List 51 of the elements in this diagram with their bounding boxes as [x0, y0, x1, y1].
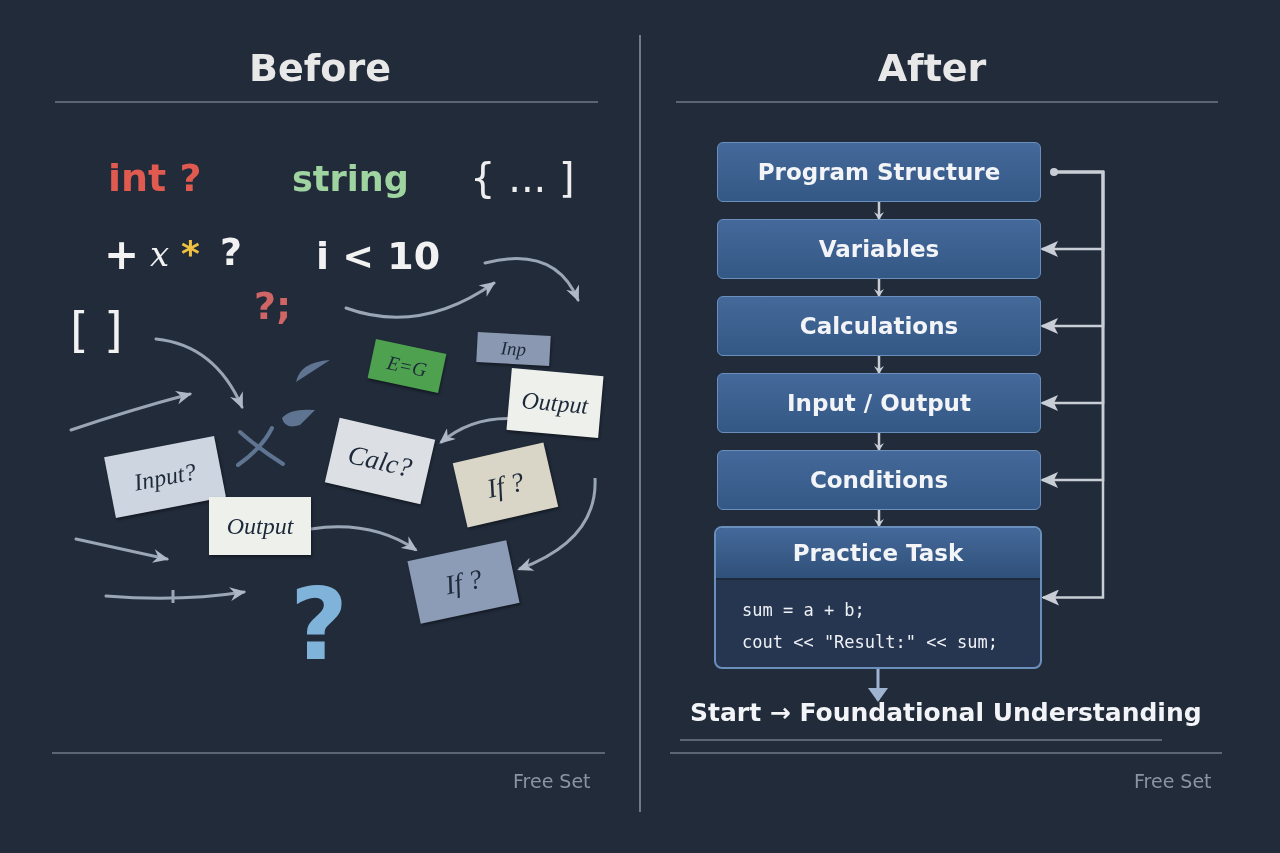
- note-card: [476, 332, 551, 366]
- footer-text: Free Set: [513, 771, 591, 792]
- summary-text: Start → Foundational Understanding: [690, 698, 1202, 727]
- flow-step-box: [717, 373, 1041, 433]
- section-heading: Before: [249, 48, 391, 90]
- arrow: [874, 356, 884, 374]
- arrow: [874, 433, 884, 451]
- code-line: sum = a + b;: [741, 599, 866, 622]
- arrow: [517, 478, 597, 571]
- code-keyword: string: [292, 160, 409, 199]
- note-card: [506, 368, 604, 438]
- card-text: Inp: [500, 337, 527, 361]
- card-text: Output: [520, 386, 590, 420]
- arrow: [874, 510, 884, 527]
- card-text: Input?: [131, 457, 199, 497]
- step-title: Input / Output: [787, 390, 971, 416]
- arrow: [868, 669, 888, 702]
- step-title: Program Structure: [757, 159, 1001, 185]
- note-card: [209, 497, 311, 555]
- code-condition: i < 10: [316, 236, 441, 278]
- footer-text: Free Set: [1134, 771, 1212, 792]
- arrow: [439, 417, 510, 444]
- operator-symbol: x: [150, 236, 170, 274]
- bracket-symbol: [ ]: [70, 304, 123, 357]
- arrow: [310, 525, 418, 552]
- flow-step-box: [717, 296, 1041, 356]
- card-text: Calc?: [345, 438, 415, 484]
- code-keyword: int ?: [108, 158, 202, 200]
- code-line: cout << "Result:" << sum;: [741, 631, 999, 654]
- card-text: Output: [226, 512, 294, 540]
- question-mark: ?;: [254, 286, 292, 328]
- practice-task-panel: [714, 526, 1042, 669]
- flow-step-box: [717, 142, 1041, 202]
- section-heading: After: [877, 48, 987, 90]
- operator-symbol: +: [104, 232, 140, 279]
- arrow: [874, 202, 884, 220]
- bracket-arrow: [1041, 170, 1105, 606]
- card-text: If ?: [442, 563, 485, 601]
- question-mark: ?: [290, 570, 348, 680]
- flow-step-box: [717, 450, 1041, 510]
- card-text: E=G: [384, 350, 430, 382]
- flow-step-box: [717, 219, 1041, 279]
- card-text: If ?: [484, 465, 527, 505]
- step-title: Calculations: [799, 313, 959, 339]
- operator-symbol: *: [181, 234, 200, 274]
- step-title: Variables: [818, 236, 940, 262]
- question-mark: ?: [220, 232, 243, 274]
- bracket-symbol: { ... ]: [470, 156, 575, 200]
- arrow: [874, 279, 884, 297]
- step-title: Conditions: [809, 467, 949, 493]
- panel-heading: Practice Task: [716, 528, 1040, 580]
